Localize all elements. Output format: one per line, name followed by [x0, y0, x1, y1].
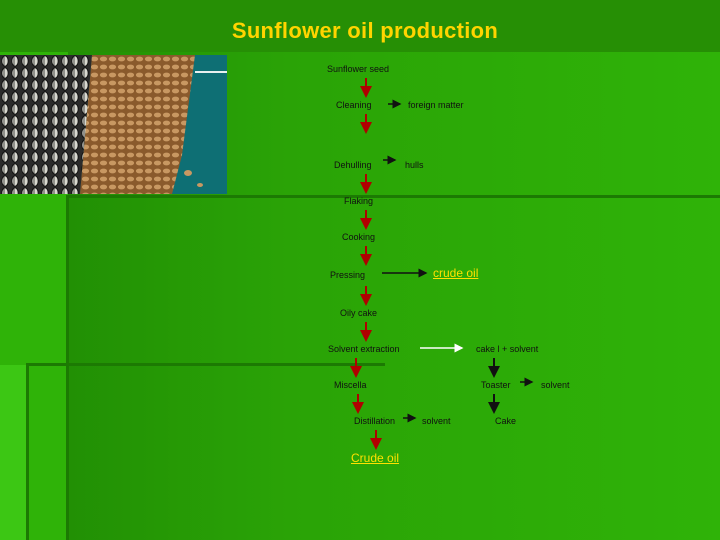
step-pressing: Pressing: [330, 270, 365, 280]
step-cake: Cake: [495, 416, 516, 426]
step-cake-solvent: cake l + solvent: [476, 344, 538, 354]
output-crude-oil-final[interactable]: Crude oil: [351, 451, 399, 465]
step-cleaning: Cleaning: [336, 100, 372, 110]
output-solvent-distillation: solvent: [422, 416, 451, 426]
step-cooking: Cooking: [342, 232, 375, 242]
step-oily-cake: Oily cake: [340, 308, 377, 318]
step-sunflower-seed: Sunflower seed: [327, 64, 389, 74]
step-miscella: Miscella: [334, 380, 367, 390]
output-hulls: hulls: [405, 160, 424, 170]
step-toaster: Toaster: [481, 380, 511, 390]
step-distillation: Distillation: [354, 416, 395, 426]
step-solvent-extraction: Solvent extraction: [328, 344, 400, 354]
step-flaking: Flaking: [344, 196, 373, 206]
output-crude-oil-pressing[interactable]: crude oil: [433, 266, 478, 280]
output-foreign-matter: foreign matter: [408, 100, 464, 110]
step-dehulling: Dehulling: [334, 160, 372, 170]
output-solvent-toaster: solvent: [541, 380, 570, 390]
